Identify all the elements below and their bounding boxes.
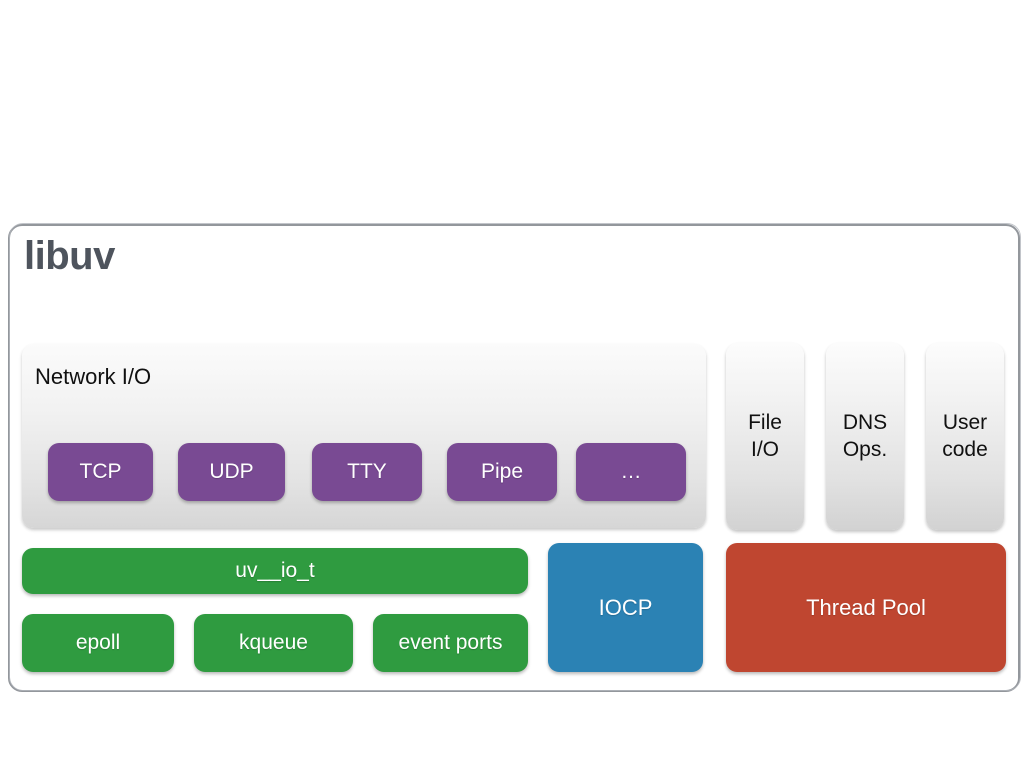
column-file-io[interactable]: File I/O: [726, 343, 804, 530]
column-file-io-line1: File: [748, 411, 782, 435]
column-dns-ops-line2: Ops.: [842, 437, 888, 461]
protocol-chip-tty[interactable]: TTY: [312, 443, 422, 501]
protocol-chip-pipe[interactable]: Pipe: [447, 443, 557, 501]
column-user-code-line2: code: [942, 437, 988, 461]
thread-pool-box[interactable]: Thread Pool: [726, 543, 1006, 672]
protocol-chip-udp[interactable]: UDP: [178, 443, 285, 501]
column-dns-ops-line1: DNS: [842, 411, 888, 435]
backend-epoll[interactable]: epoll: [22, 614, 174, 672]
uv-io-t-bar[interactable]: uv__io_t: [22, 548, 528, 594]
network-io-label: Network I/O: [35, 364, 152, 389]
column-user-code-line1: User: [942, 411, 988, 435]
libuv-diagram-container: libuv Network I/O TCP UDP TTY Pipe … Fil…: [8, 223, 1021, 692]
column-dns-ops[interactable]: DNS Ops.: [826, 343, 904, 530]
backend-event-ports[interactable]: event ports: [373, 614, 528, 672]
page-title: libuv: [24, 234, 115, 278]
backend-kqueue[interactable]: kqueue: [194, 614, 353, 672]
iocp-box[interactable]: IOCP: [548, 543, 703, 672]
protocol-chip-tcp[interactable]: TCP: [48, 443, 153, 501]
column-user-code[interactable]: User code: [926, 343, 1004, 530]
protocol-chip-ellipsis[interactable]: …: [576, 443, 686, 501]
column-file-io-line2: I/O: [750, 437, 779, 461]
